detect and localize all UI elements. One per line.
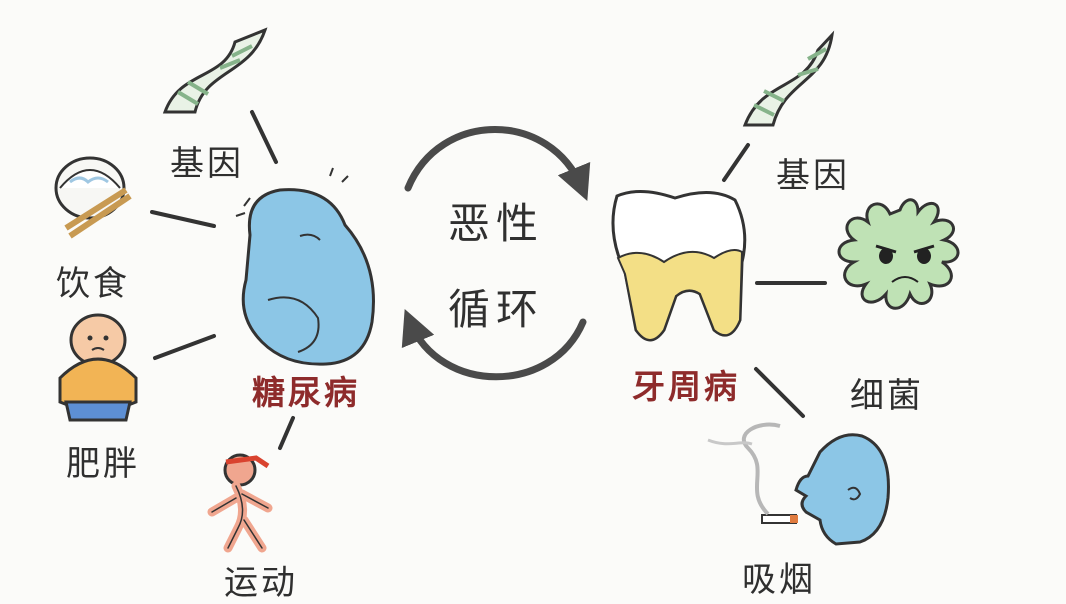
cycle-arrow-bottom — [401, 309, 587, 381]
diabetes-gene-label: 基因 — [170, 144, 244, 184]
cycle-arrow-top — [404, 126, 591, 201]
running-person-icon — [207, 453, 273, 553]
obese-child-icon — [58, 313, 138, 422]
exercise-label: 运动 — [224, 563, 298, 603]
diet-label: 饮食 — [56, 264, 130, 304]
obesity-label: 肥胖 — [66, 444, 140, 484]
cycle-label-line1: 恶性 — [448, 199, 545, 248]
dna-icon-left — [162, 27, 268, 114]
bacteria-icon — [837, 198, 960, 310]
diabetes-figure — [235, 167, 375, 366]
tooth-icon — [611, 190, 747, 342]
smoking-head-icon — [707, 422, 890, 546]
cycle-label-line2: 循环 — [448, 285, 545, 334]
bacteria-label: 细菌 — [850, 376, 924, 416]
rice-bowl-icon — [54, 156, 132, 239]
smoking-label: 吸烟 — [742, 560, 816, 600]
periodontitis-gene-label: 基因 — [776, 156, 850, 196]
diabetes-label: 糖尿病 — [252, 373, 360, 412]
dna-icon-right — [742, 30, 835, 127]
periodontitis-label: 牙周病 — [632, 367, 740, 406]
connector-lines — [150, 110, 827, 450]
